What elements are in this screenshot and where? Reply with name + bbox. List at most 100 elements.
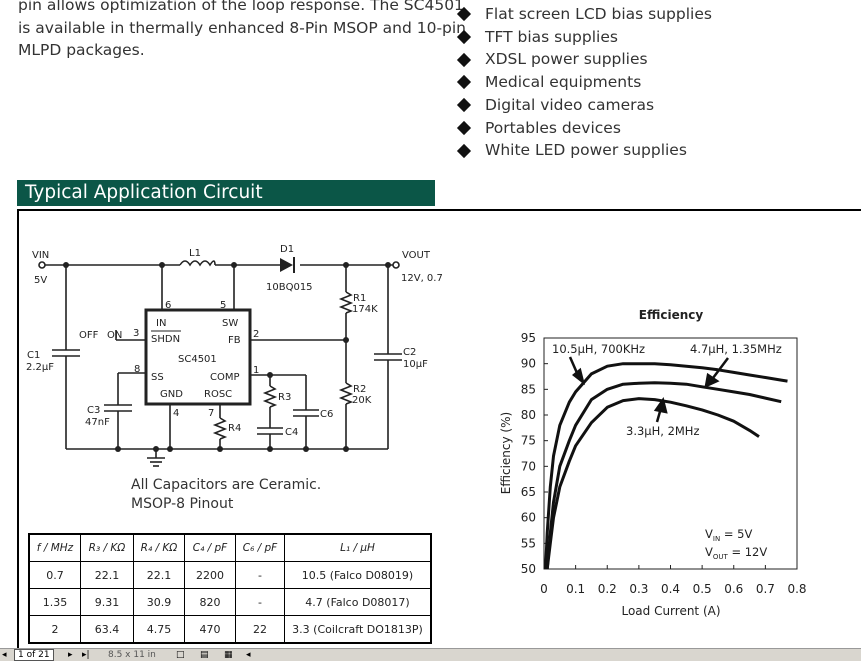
x-tick-label: 0.6 bbox=[724, 582, 743, 596]
pin-gnd: GND bbox=[160, 389, 183, 400]
c1-label: C1 bbox=[27, 350, 40, 361]
r2-value: 20K bbox=[352, 395, 372, 406]
r1-label: R1 bbox=[353, 293, 366, 304]
table-cell: - bbox=[235, 588, 285, 616]
intro-line: is available in thermally enhanced 8-Pin… bbox=[18, 18, 467, 37]
table-cell: 2200 bbox=[184, 561, 236, 589]
table-header-row: f / MHz R₃ / KΩ R₄ / KΩ C₄ / pF C₆ / pF … bbox=[28, 533, 432, 562]
table-row: 0.7 22.1 22.1 2200 - 10.5 (Falco D08019) bbox=[28, 561, 432, 589]
table-cell: 63.4 bbox=[80, 615, 134, 644]
pin-rosc: ROSC bbox=[204, 389, 232, 400]
list-item: White LED power supplies bbox=[456, 139, 712, 162]
y-tick-label: 80 bbox=[521, 408, 536, 422]
table-header: L₁ / µH bbox=[284, 533, 432, 562]
chart-title: Efficiency bbox=[639, 308, 704, 322]
component-table: f / MHz R₃ / KΩ R₄ / KΩ C₄ / pF C₆ / pF … bbox=[28, 533, 432, 644]
list-item: Digital video cameras bbox=[456, 94, 712, 117]
pin-in: IN bbox=[156, 318, 166, 329]
vout-value: 12V, 0.7 bbox=[401, 273, 443, 284]
table-row: 1.35 9.31 30.9 820 - 4.7 (Falco D08017) bbox=[28, 588, 432, 616]
intro-line: MLPD packages. bbox=[18, 41, 145, 59]
series-line-2 bbox=[545, 381, 782, 570]
pin-number: 4 bbox=[173, 408, 179, 419]
pin-number: 7 bbox=[208, 408, 214, 419]
ic-name: SC4501 bbox=[178, 354, 217, 365]
page-number-field[interactable]: 1 of 21 bbox=[14, 649, 54, 661]
scroll-left-icon[interactable]: ◂ bbox=[246, 650, 251, 660]
c2-value: 10µF bbox=[403, 359, 428, 370]
table-cell: 22.1 bbox=[133, 561, 185, 589]
table-cell: 9.31 bbox=[80, 588, 134, 616]
pin-number: 8 bbox=[134, 364, 140, 375]
circuit-schematic: VIN 5V L1 D1 10BQ015 VOUT 12V, 0.7 R1 17… bbox=[26, 244, 443, 467]
pin-fb: FB bbox=[228, 335, 241, 346]
annotation-label: 10.5µH, 700KHz bbox=[552, 342, 645, 356]
pin-sw: SW bbox=[222, 318, 238, 329]
table-cell: 22 bbox=[235, 615, 285, 644]
continuous-page-icon[interactable]: ▤ bbox=[200, 650, 209, 660]
table-cell: 30.9 bbox=[133, 588, 185, 616]
d1-part: 10BQ015 bbox=[266, 282, 313, 293]
next-page-icon[interactable]: ▸ bbox=[68, 650, 73, 660]
scroll-left-icon[interactable]: ◂ bbox=[2, 650, 7, 660]
table-cell: 3.3 (Coilcraft DO1813P) bbox=[284, 615, 432, 644]
pin-number: 5 bbox=[220, 300, 226, 311]
list-item: XDSL power supplies bbox=[456, 48, 712, 71]
pin-number: 2 bbox=[253, 329, 259, 340]
c3-value: 47nF bbox=[85, 417, 110, 428]
table-cell: 10.5 (Falco D08019) bbox=[284, 561, 432, 589]
intro-paragraph: pin allows optimization of the loop resp… bbox=[18, 0, 467, 62]
table-row: 2 63.4 4.75 470 22 3.3 (Coilcraft DO1813… bbox=[28, 615, 432, 644]
circuit-note: All Capacitors are Ceramic. MSOP-8 Pinou… bbox=[131, 477, 322, 512]
annotations: 10.5µH, 700KHz 4.7µH, 1.35MHz 3.3µH, 2MH… bbox=[552, 342, 782, 561]
y-tick-label: 50 bbox=[521, 562, 536, 576]
table-cell: 820 bbox=[184, 588, 236, 616]
c2-label: C2 bbox=[403, 347, 416, 358]
y-tick-label: 60 bbox=[521, 511, 536, 525]
y-tick-label: 65 bbox=[521, 485, 536, 499]
single-page-icon[interactable]: □ bbox=[176, 650, 185, 660]
table-cell: 4.75 bbox=[133, 615, 185, 644]
c3-label: C3 bbox=[87, 405, 100, 416]
list-item: Flat screen LCD bias supplies bbox=[456, 3, 712, 26]
pin-number: 6 bbox=[165, 300, 171, 311]
y-tick-label: 55 bbox=[521, 536, 536, 550]
table-header: C₆ / pF bbox=[235, 533, 285, 562]
y-tick-label: 70 bbox=[521, 459, 536, 473]
r2-label: R2 bbox=[353, 384, 366, 395]
list-item: Portables devices bbox=[456, 117, 712, 140]
table-cell: 2 bbox=[28, 615, 81, 644]
x-tick-label: 0.1 bbox=[566, 582, 585, 596]
x-tick-label: 0.4 bbox=[661, 582, 680, 596]
table-header: R₃ / KΩ bbox=[80, 533, 134, 562]
r3-label: R3 bbox=[278, 392, 291, 403]
y-tick-label: 95 bbox=[521, 331, 536, 345]
figure-frame bbox=[17, 209, 861, 649]
vout-condition: VOUT = 12V bbox=[705, 545, 767, 561]
table-header: C₄ / pF bbox=[184, 533, 236, 562]
pin-comp: COMP bbox=[210, 372, 240, 383]
table-cell: 1.35 bbox=[28, 588, 81, 616]
section-heading: Typical Application Circuit bbox=[17, 180, 435, 206]
x-tick-label: 0 bbox=[540, 582, 548, 596]
x-tick-label: 0.8 bbox=[787, 582, 806, 596]
y-tick-label: 85 bbox=[521, 382, 536, 396]
last-page-icon[interactable]: ▸| bbox=[82, 650, 90, 660]
y-tick-label: 75 bbox=[521, 434, 536, 448]
intro-line: pin allows optimization of the loop resp… bbox=[18, 0, 464, 14]
facing-page-icon[interactable]: ▦ bbox=[224, 650, 233, 660]
x-tick-label: 0.7 bbox=[756, 582, 775, 596]
x-tick-label: 0.2 bbox=[598, 582, 617, 596]
y-tick-label: 90 bbox=[521, 357, 536, 371]
pin-shdn: SHDN bbox=[151, 334, 180, 345]
c1-value: 2.2µF bbox=[26, 362, 54, 373]
table-cell: 22.1 bbox=[80, 561, 134, 589]
vin-value: 5V bbox=[34, 275, 47, 286]
list-item: Medical equipments bbox=[456, 71, 712, 94]
pin-number: 1 bbox=[253, 365, 259, 376]
annotation-label: 3.3µH, 2MHz bbox=[626, 424, 700, 438]
applications-list: Flat screen LCD bias supplies TFT bias s… bbox=[456, 3, 712, 162]
pin-number: 3 bbox=[133, 328, 139, 339]
list-item: TFT bias supplies bbox=[456, 26, 712, 49]
c6-label: C6 bbox=[320, 409, 333, 420]
